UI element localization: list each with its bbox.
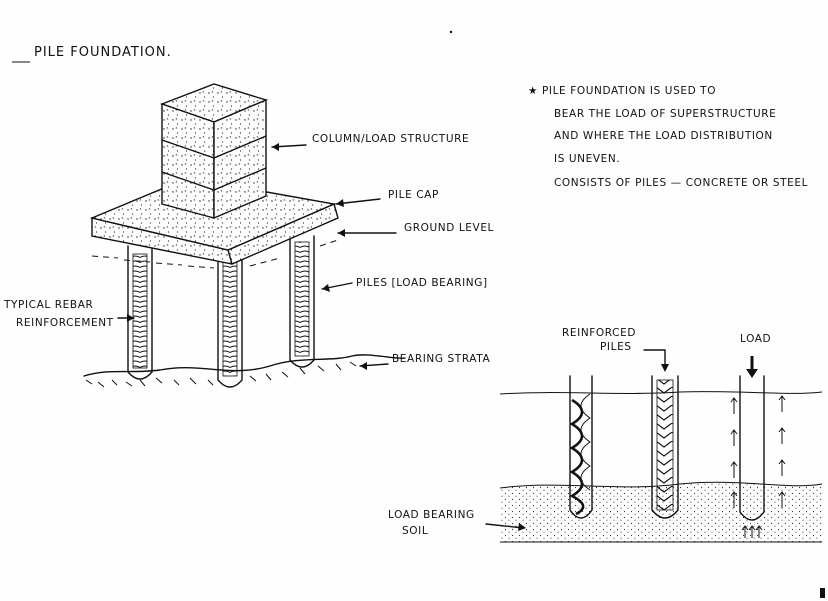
pile-cap-edge	[227, 249, 233, 265]
foundation-drawing	[83, 83, 406, 388]
label-rebar-1: TYPICAL REBAR	[3, 299, 93, 311]
load-arrow	[746, 369, 758, 378]
edge-mark	[820, 588, 825, 598]
note-line: IS UNEVEN.	[554, 153, 620, 165]
page-title: PILE FOUNDATION.	[34, 45, 172, 60]
left-labels: COLUMN/LOAD STRUCTURE PILE CAP GROUND LE…	[3, 133, 494, 370]
pile-middle	[217, 255, 243, 388]
label-soil-1: LOAD BEARING	[388, 509, 475, 521]
pile-left	[127, 245, 153, 380]
label-rebar-2: REINFORCEMENT	[16, 317, 114, 329]
load-bearing-pile	[739, 356, 765, 521]
label-bearing-strata: BEARING STRATA	[392, 353, 490, 365]
right-labels: REINFORCED PILES LOAD LOAD BEARING SOIL	[388, 327, 771, 537]
label-reinforced-1: REINFORCED	[562, 327, 636, 339]
note-line: CONSISTS OF PILES — CONCRETE OR STEEL	[554, 177, 808, 189]
ground-level-line	[91, 239, 339, 269]
soil-arrow	[485, 523, 525, 529]
note-line: BEAR THE LOAD OF SUPERSTRUCTURE	[554, 108, 776, 120]
label-pile-cap: PILE CAP	[388, 189, 439, 201]
label-reinforced-2: PILES	[600, 341, 632, 353]
label-column: COLUMN/LOAD STRUCTURE	[312, 133, 469, 145]
friction-arrows	[730, 395, 786, 538]
column-structure	[159, 83, 269, 220]
notes-block: ★ PILE FOUNDATION IS USED TO BEAR THE LO…	[528, 85, 808, 189]
label-load: LOAD	[740, 333, 771, 345]
pen-dot	[449, 30, 453, 34]
note-line: ★ PILE FOUNDATION IS USED TO	[528, 85, 716, 97]
label-ground-level: GROUND LEVEL	[404, 222, 494, 234]
reinforced-pile	[651, 375, 679, 519]
note-line: AND WHERE THE LOAD DISTRIBUTION	[554, 130, 773, 142]
soil-top-line	[499, 481, 823, 489]
strata-hatching	[85, 361, 357, 388]
pile-right	[289, 235, 315, 368]
bearing-strata-line	[83, 354, 406, 377]
label-soil-2: SOIL	[402, 525, 428, 537]
label-piles: PILES [LOAD BEARING]	[356, 277, 488, 289]
section-drawing	[499, 349, 823, 543]
reinforced-arrow	[643, 349, 666, 367]
soil-band	[500, 482, 822, 542]
spiral-pile	[569, 375, 593, 519]
ground-surface-line	[499, 391, 823, 395]
